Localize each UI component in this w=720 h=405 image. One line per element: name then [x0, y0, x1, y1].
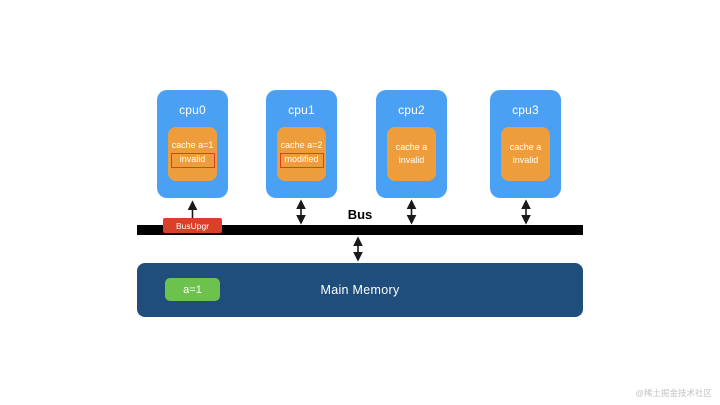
- cpu3-label: cpu3: [512, 103, 539, 117]
- cpu1-cache-box: cache a=2 modified: [277, 127, 326, 181]
- cpu2-label: cpu2: [398, 103, 425, 117]
- cpu0-cache-box: cache a=1 invalid: [168, 127, 217, 181]
- cpu3-cache-box: cache a invalid: [501, 127, 550, 181]
- bus-upgr-message: BusUpgr: [163, 218, 222, 233]
- cpu1-box: cpu1 cache a=2 modified: [266, 90, 337, 198]
- cpu1-label: cpu1: [288, 103, 315, 117]
- cpu2-box: cpu2 cache a invalid: [376, 90, 447, 198]
- cpu0-box: cpu0 cache a=1 invalid: [157, 90, 228, 198]
- memory-value-chip: a=1: [165, 278, 220, 301]
- bus-label: Bus: [347, 207, 373, 222]
- cpu2-cache-value: cache a: [395, 141, 428, 152]
- main-memory-box: a=1 Main Memory: [137, 263, 583, 317]
- cpu0-cache-value: cache a=1: [171, 140, 214, 151]
- bus-bar: [137, 225, 583, 235]
- watermark: @稀土掘金技术社区: [635, 388, 712, 398]
- cpu1-cache-state: modified: [279, 153, 324, 168]
- cpu0-cache-state: invalid: [170, 153, 215, 168]
- cpu1-cache-value: cache a=2: [280, 140, 323, 151]
- cpu3-box: cpu3 cache a invalid: [490, 90, 561, 198]
- cpu2-cache-state: invalid: [398, 154, 425, 165]
- cpu2-cache-box: cache a invalid: [387, 127, 436, 181]
- cpu0-label: cpu0: [179, 103, 206, 117]
- cpu3-cache-value: cache a: [509, 141, 542, 152]
- memory-label: Main Memory: [320, 283, 400, 297]
- cpu3-cache-state: invalid: [512, 154, 539, 165]
